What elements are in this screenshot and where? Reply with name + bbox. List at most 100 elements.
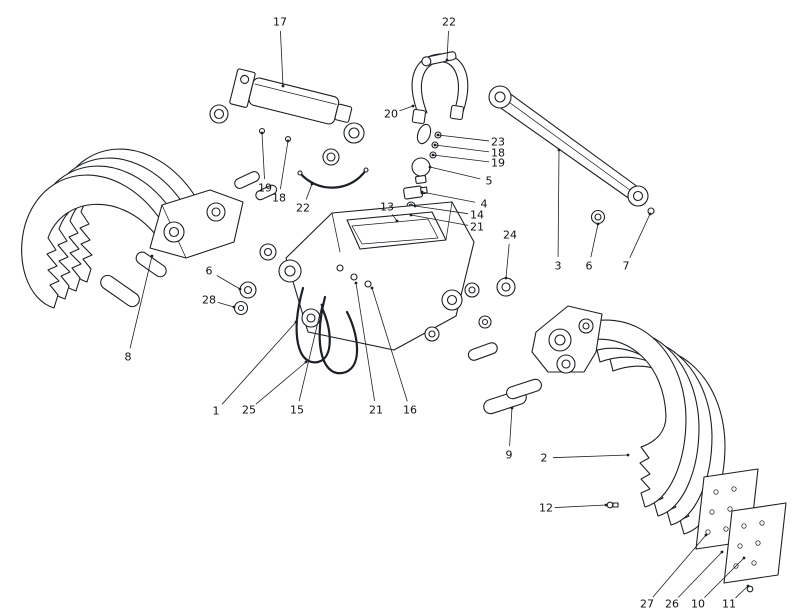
pin [234,171,260,189]
leader-dot-16 [370,286,374,290]
leader-line-25 [255,361,307,405]
pivot-pin [135,251,167,278]
pivot-pin [506,378,542,400]
part-number-6: 6 [206,265,213,278]
part-number-18: 18 [491,147,505,160]
leader-dot-18 [286,139,290,143]
valve-block [403,185,428,200]
frame-bolt [336,264,344,272]
wear-plate [723,502,787,584]
main-frame [278,201,480,375]
leader-dot-15 [320,303,324,307]
left-grapple [21,148,278,309]
leader-line-18 [434,144,490,153]
link-arm [488,85,655,225]
part-number-18: 18 [272,192,286,205]
part-number-19: 19 [258,182,272,195]
leader-line-7 [629,213,651,258]
hydraulic-cylinder [209,68,369,189]
leader-line-2 [552,454,629,459]
part-number-17: 17 [273,16,287,29]
leader-line-4 [421,191,476,203]
part-number-7: 7 [623,260,630,273]
leader-line-12 [554,504,607,508]
part-number-21: 21 [470,221,484,234]
leader-line-22 [305,183,313,200]
part-number-9: 9 [506,449,513,462]
part-number-8: 8 [125,351,132,364]
part-number-20: 20 [384,108,398,121]
part-number-15: 15 [290,404,304,417]
part-number-26: 26 [665,598,679,611]
leader-line-21 [410,214,469,226]
loose-hardware [233,243,516,361]
part-number-13: 13 [380,201,394,214]
part-number-11: 11 [722,598,736,611]
leader-dot-19 [260,131,264,135]
leader-line-11 [735,585,749,599]
leader-dot-8 [150,254,154,258]
leader-line-5 [429,166,481,180]
leader-line-27 [652,534,707,598]
part-number-25: 25 [242,404,256,417]
leader-dot-5 [428,165,432,169]
leader-dot-13 [395,219,399,223]
leader-dot-27 [704,533,708,537]
plate-bolt [606,501,614,509]
part-number-3: 3 [555,260,562,273]
leader-dot-17 [281,84,285,88]
leader-dot-22 [310,182,314,186]
part-number-2: 2 [541,452,548,465]
part-number-28: 28 [202,294,216,307]
leader-line-20 [399,105,414,112]
leader-dot-10 [742,556,746,560]
ball-fitting [411,157,431,177]
leader-line-24 [505,243,510,279]
leader-dot-28 [232,305,236,309]
part-number-12: 12 [539,502,553,515]
leader-dot-2 [626,453,630,457]
leader-dot-4 [420,190,424,194]
leader-dot-9 [510,406,514,410]
leader-dot-21 [409,213,413,217]
pin [255,184,278,201]
leader-dot-26 [720,550,724,554]
shackle-pin [421,51,457,67]
leader-dot-6 [596,222,600,226]
part-number-24: 24 [503,229,517,242]
leader-line-9 [509,407,513,447]
leader-line-14 [414,205,469,215]
part-number-27: 27 [640,598,654,611]
part-number-10: 10 [691,598,705,611]
leader-line-6 [216,275,241,290]
leader-line-17 [280,30,284,87]
leader-line-21 [355,282,375,402]
leader-dot-25 [304,360,308,364]
leader-dot-20 [411,104,415,108]
part-number-6: 6 [586,260,593,273]
leader-dot-3 [557,148,561,152]
part-number-23: 23 [491,136,505,149]
leader-line-23 [437,134,490,142]
leader-dot-24 [504,276,508,280]
leader-line-28 [217,302,235,308]
pivot-pin [100,274,140,308]
leader-dot-11 [746,584,750,588]
leader-dot-23 [436,133,440,137]
leader-line-6 [590,223,599,258]
link [416,123,432,145]
part-number-16: 16 [403,404,417,417]
leader-dot-6 [238,287,242,291]
part-number-1: 1 [213,405,220,418]
wear-plates [606,468,787,593]
leader-line-26 [677,551,723,598]
hydraulic-hose [318,295,359,375]
part-number-19: 19 [491,157,505,170]
leader-dot-19 [431,153,435,157]
leader-dot-18 [433,143,437,147]
part-number-21: 21 [369,404,383,417]
right-grapple [483,305,726,535]
leader-line-19 [432,154,490,163]
